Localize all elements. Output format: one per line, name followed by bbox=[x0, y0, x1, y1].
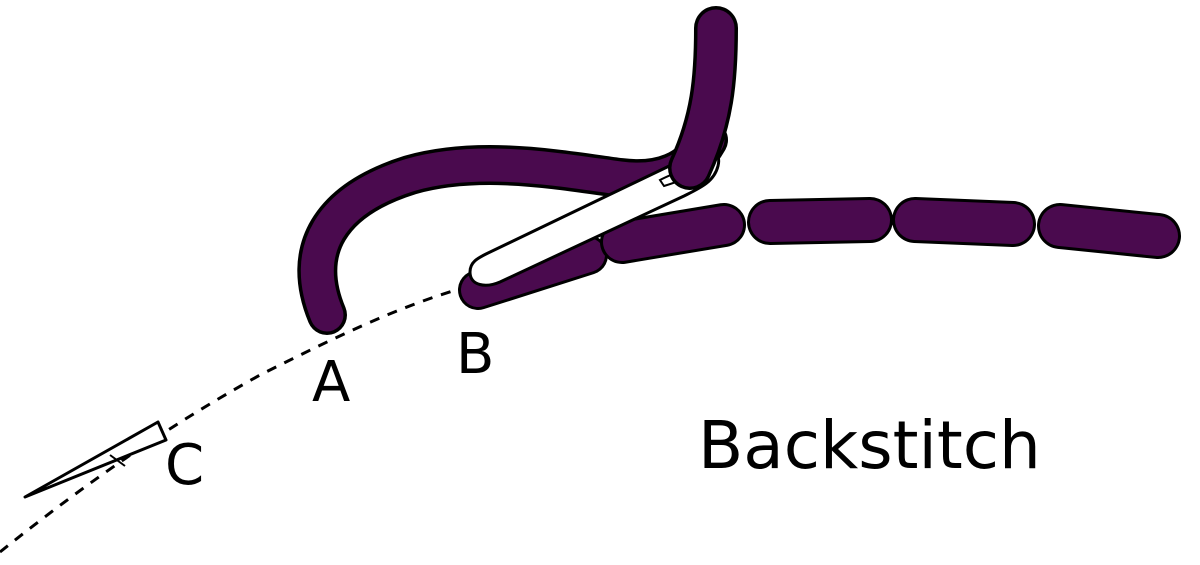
point-a-label: A bbox=[312, 350, 350, 415]
diagram-title: Backstitch bbox=[698, 407, 1041, 484]
thread-tail bbox=[668, 6, 738, 190]
needle-tip-icon bbox=[23, 420, 168, 499]
stitch-path-dashed-line bbox=[0, 284, 471, 554]
point-b-label: B bbox=[456, 322, 494, 387]
point-c-label: C bbox=[165, 433, 204, 498]
